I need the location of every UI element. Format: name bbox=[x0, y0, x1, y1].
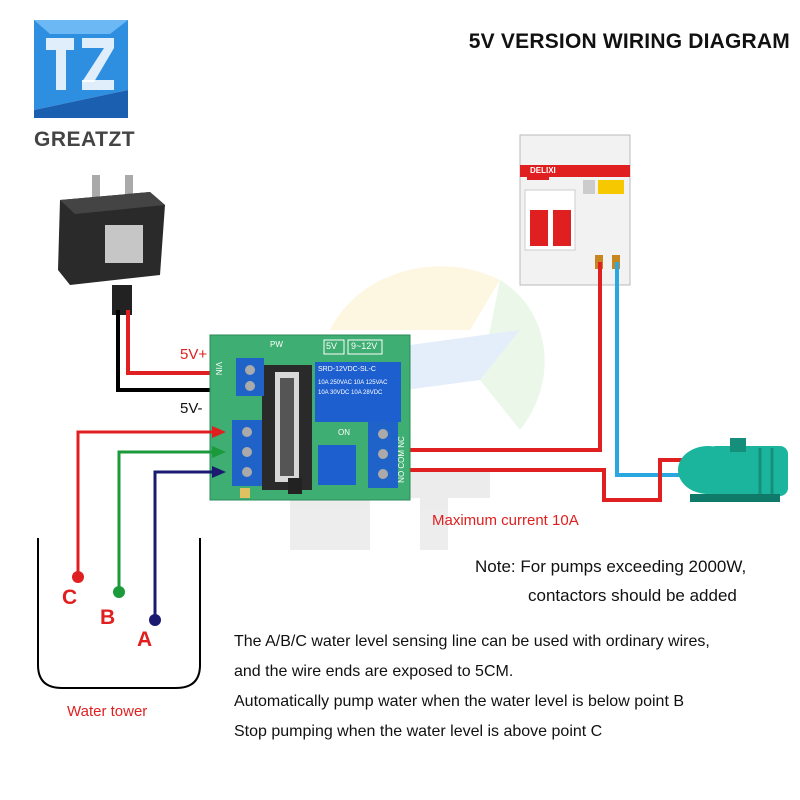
point-b-label: B bbox=[100, 606, 116, 629]
instruction-line-2: and the wire ends are exposed to 5CM. bbox=[234, 663, 514, 680]
max-current-label: Maximum current 10A bbox=[432, 512, 579, 529]
water-tower bbox=[37, 538, 201, 689]
water-pump bbox=[678, 438, 788, 502]
note-line-1: Note: For pumps exceeding 2000W, bbox=[475, 557, 747, 576]
relay-rating-2: 10A 30VDC 10A 28VDC bbox=[318, 390, 383, 396]
breaker-brand: DELIXI bbox=[530, 166, 556, 175]
board-vin-mark: VIN bbox=[214, 361, 224, 376]
point-a-label: A bbox=[137, 628, 153, 651]
board-terminal-labels: NO COM NC bbox=[396, 436, 406, 483]
board-on-mark: ON bbox=[338, 428, 350, 437]
instruction-line-3: Automatically pump water when the water … bbox=[234, 693, 684, 710]
mains-wires bbox=[410, 262, 690, 502]
label-5v-minus: 5V- bbox=[180, 400, 203, 417]
circuit-breaker bbox=[519, 134, 631, 286]
power-adapter bbox=[58, 175, 165, 315]
brand-logo bbox=[34, 20, 128, 118]
instruction-line-4: Stop pumping when the water level is abo… bbox=[234, 723, 603, 740]
note-line-2: contactors should be added bbox=[528, 586, 737, 605]
relay-board bbox=[209, 334, 411, 501]
board-pw-mark: PW bbox=[270, 340, 283, 349]
diagram-title: 5V VERSION WIRING DIAGRAM bbox=[468, 30, 790, 53]
label-5v-plus: 5V+ bbox=[180, 346, 208, 363]
board-5v-badge: 5V bbox=[326, 341, 338, 351]
point-c-label: C bbox=[62, 586, 78, 609]
sensor-wires bbox=[72, 426, 226, 626]
water-tower-label: Water tower bbox=[67, 703, 148, 720]
brand-name: GREATZT bbox=[34, 128, 136, 151]
relay-rating-1: 10A 250VAC 10A 125VAC bbox=[318, 380, 388, 386]
power-wires bbox=[116, 310, 220, 392]
board-range-badge: 9~12V bbox=[351, 341, 378, 351]
instruction-line-1: The A/B/C water level sensing line can b… bbox=[234, 633, 710, 650]
relay-model: SRD-12VDC-SL-C bbox=[318, 366, 376, 373]
